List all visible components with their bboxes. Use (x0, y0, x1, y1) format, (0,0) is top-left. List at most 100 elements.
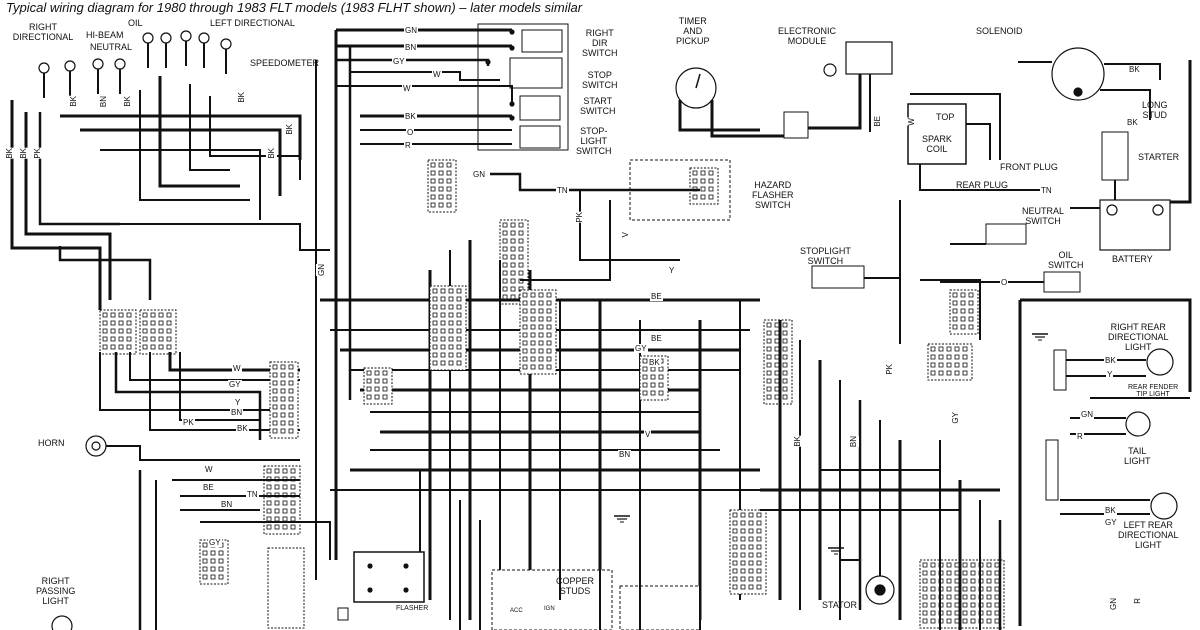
connector-pin (748, 576, 754, 582)
connector-pin (274, 500, 280, 506)
wire-label-bk4: BK (1128, 65, 1141, 74)
connector-pin (142, 344, 148, 350)
connector-pin (530, 348, 536, 354)
connector-pin (962, 570, 968, 576)
connector-pin (456, 296, 462, 302)
wire (839, 540, 860, 561)
connector-pin (642, 382, 648, 388)
connector-pin (774, 354, 780, 360)
connector-pin (440, 296, 446, 302)
connector-pin (732, 528, 738, 534)
wire-label-gn5: GN (1108, 598, 1119, 610)
connector-pin (448, 328, 454, 334)
wire (100, 149, 261, 220)
connector-pin (432, 304, 438, 310)
connector-pin (538, 332, 544, 338)
connector-pin (456, 336, 462, 342)
connector-pin (960, 300, 966, 306)
connector-pin (922, 618, 928, 624)
connector-pin (968, 292, 974, 298)
connector-pin (962, 562, 968, 568)
connector-pin (456, 352, 462, 358)
connector-pin (700, 178, 706, 184)
connector-pin (522, 308, 528, 314)
connector-pin (150, 336, 156, 342)
connector-pin (954, 346, 960, 352)
connector-pin (290, 484, 296, 490)
connector-pin (530, 356, 536, 362)
connector-pin (954, 570, 960, 576)
wire-label-tn: TN (556, 186, 569, 195)
solenoid-label: SOLENOID (976, 26, 1023, 36)
connector-pin (102, 344, 108, 350)
connector-pin (700, 170, 706, 176)
connector-pin (166, 344, 172, 350)
front-plug-label: FRONT PLUG (1000, 162, 1058, 172)
top-label: TOP (936, 112, 955, 122)
connector-pin (440, 344, 446, 350)
connector-pin (994, 578, 1000, 584)
connector-pin (110, 336, 116, 342)
connector-pin (456, 304, 462, 310)
wire-label-y2: Y (234, 398, 242, 407)
connector-pin (290, 468, 296, 474)
connector-pin (438, 162, 444, 168)
connector-pin (774, 394, 780, 400)
connector-pin (280, 404, 286, 410)
wire-label-bk9: BK (18, 148, 29, 159)
wire-label-o2: O (1000, 278, 1009, 287)
connector-pin (692, 194, 698, 200)
connector-pin (288, 404, 294, 410)
connector-pin (930, 578, 936, 584)
connector-pin (922, 610, 928, 616)
connector-pin (530, 340, 536, 346)
connector-pin (202, 574, 208, 580)
connector-pin (518, 230, 524, 236)
ign-label: IGN (544, 606, 555, 612)
connector-pin (530, 316, 536, 322)
connector-pin (280, 380, 286, 386)
connector-pin (102, 328, 108, 334)
wire-label-gy5: GY (1104, 518, 1118, 527)
connector-pin (970, 610, 976, 616)
connector-pin (930, 354, 936, 360)
connector-pin (382, 378, 388, 384)
connector-pin (432, 336, 438, 342)
wire (60, 114, 302, 160)
connector-pin (546, 292, 552, 298)
connector-pin (986, 570, 992, 576)
connector-pin (546, 308, 552, 314)
connector-pin (782, 362, 788, 368)
wire-label-pk: PK (182, 418, 195, 427)
connector-pin (282, 468, 288, 474)
connector-pin (538, 316, 544, 322)
connector-pin (774, 322, 780, 328)
connector-pin (986, 562, 992, 568)
connector-pin (538, 308, 544, 314)
connector-pin (102, 320, 108, 326)
connector-pin (288, 372, 294, 378)
wire (149, 352, 300, 431)
connector-pin (432, 288, 438, 294)
connector-pin (366, 394, 372, 400)
left-directional-label: LEFT DIRECTIONAL (210, 18, 295, 28)
connector-pin (518, 254, 524, 260)
wire (24, 112, 112, 300)
connector-pin (374, 370, 380, 376)
wire-label-tn2: TN (1040, 186, 1053, 195)
connector-pin (748, 512, 754, 518)
connector-pin (282, 500, 288, 506)
connector-pin (446, 162, 452, 168)
connector-pin (946, 586, 952, 592)
connector-pin (510, 286, 516, 292)
connector-pin (946, 346, 952, 352)
connector-pin (954, 578, 960, 584)
connector-pin (538, 292, 544, 298)
connector-pin (510, 222, 516, 228)
connector-pin (756, 576, 762, 582)
starter-label: STARTER (1138, 152, 1180, 162)
connector-pin (732, 512, 738, 518)
connector-pin (438, 194, 444, 200)
